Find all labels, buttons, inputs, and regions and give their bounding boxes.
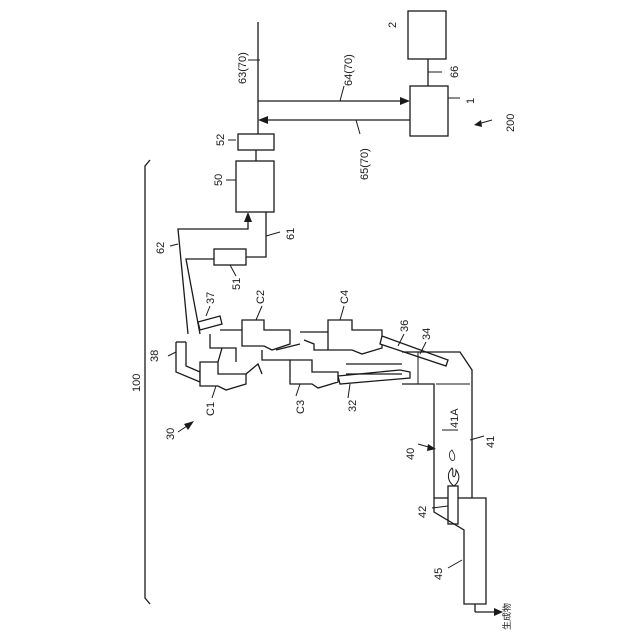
leader-61 (266, 232, 280, 236)
calciner-inner (402, 384, 434, 498)
leader-c3 (296, 384, 300, 396)
arrow-64 (400, 97, 410, 105)
label-63: 63(70) (237, 52, 249, 84)
label-65: 65(70) (359, 148, 371, 180)
label-41: 41 (485, 436, 497, 448)
arrow-62 (244, 212, 252, 222)
label-product: 生成物 (501, 603, 513, 630)
arrow-65 (258, 116, 268, 124)
label-c2: C2 (255, 290, 267, 304)
box-1 (410, 86, 448, 136)
cyclone-c2 (242, 320, 290, 350)
box-51 (214, 249, 246, 265)
c4-link-b (304, 340, 328, 350)
label-52: 52 (215, 134, 227, 146)
label-51: 51 (231, 278, 243, 290)
label-36: 36 (399, 320, 411, 332)
label-62: 62 (155, 242, 167, 254)
leader-37 (206, 306, 210, 316)
leader-32 (348, 384, 350, 398)
label-64: 64(70) (343, 54, 355, 86)
leader-51 (230, 265, 236, 276)
arrowhead-30 (184, 421, 194, 430)
label-50: 50 (213, 174, 225, 186)
box-52 (238, 134, 274, 150)
c1-c3-link (246, 364, 262, 374)
bracket-100 (145, 160, 150, 604)
flame-tip-icon (449, 450, 454, 461)
leader-c1 (212, 386, 216, 398)
label-41A: 41A (449, 408, 461, 428)
label-c1: C1 (205, 402, 217, 416)
arrowhead-200 (474, 120, 482, 127)
label-37: 37 (205, 292, 217, 304)
leader-c4 (340, 306, 344, 320)
leader-62 (170, 244, 178, 246)
label-30: 30 (165, 428, 177, 440)
label-61: 61 (285, 228, 297, 240)
riser-38-inner (186, 342, 200, 372)
riser-38-outer (176, 342, 200, 382)
duct-37 (198, 316, 222, 330)
label-c3: C3 (295, 400, 307, 414)
leader-38 (168, 352, 176, 356)
leader-65 (356, 120, 360, 134)
label-32: 32 (347, 400, 359, 412)
burner-42 (448, 486, 458, 524)
duct-32 (338, 370, 410, 384)
cyclone-c3 (290, 360, 338, 388)
cyclone-c4 (328, 320, 382, 354)
kiln-45 (434, 498, 486, 604)
label-c4: C4 (339, 290, 351, 304)
product-arrow (494, 608, 503, 616)
c2-link-a (210, 334, 222, 348)
label-38: 38 (149, 350, 161, 362)
chute-34 (380, 336, 448, 366)
label-40: 40 (405, 448, 417, 460)
box-2 (408, 11, 446, 59)
label-34: 34 (421, 328, 433, 340)
label-100: 100 (131, 374, 143, 392)
label-45: 45 (433, 568, 445, 580)
leader-64 (340, 86, 344, 101)
c1-duct (218, 348, 236, 362)
c3-link-a (262, 350, 290, 360)
leader-45 (448, 560, 462, 568)
cyclone-c1 (200, 362, 246, 390)
label-2: 2 (387, 22, 399, 28)
calciner-outer (402, 352, 472, 498)
leader-c2 (256, 306, 262, 320)
label-42: 42 (417, 506, 429, 518)
label-66: 66 (449, 66, 461, 78)
label-1: 1 (465, 98, 477, 104)
label-200: 200 (505, 114, 517, 132)
box-50 (236, 161, 274, 212)
flame-icon (448, 468, 459, 486)
line-62 (178, 220, 248, 334)
